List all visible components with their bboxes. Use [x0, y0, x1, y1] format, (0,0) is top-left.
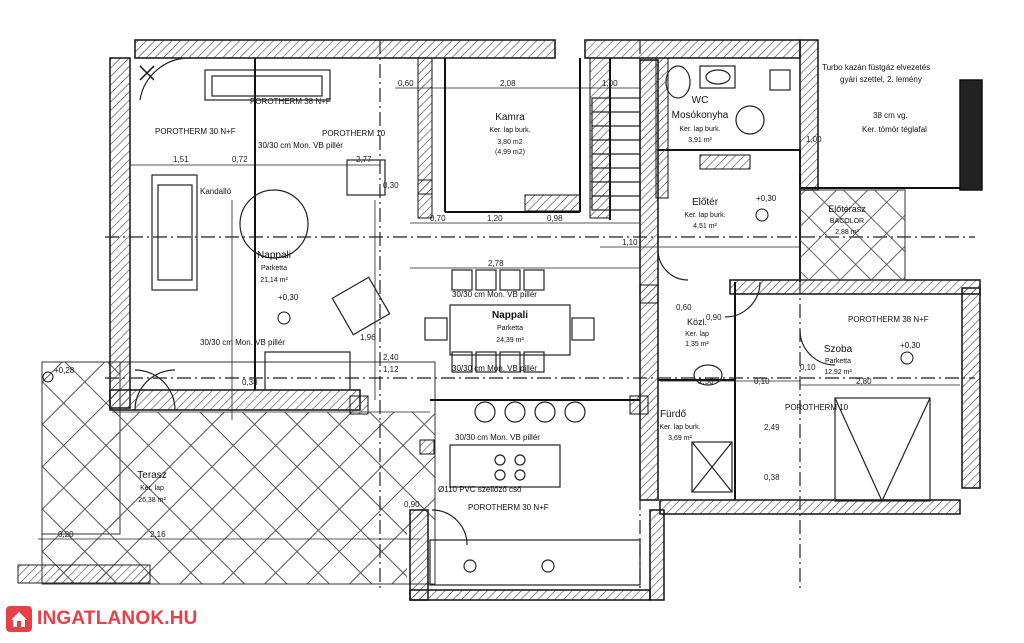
room-kozl-floor: Ker. lap [685, 331, 709, 338]
dim-21: 0,38 [242, 378, 258, 387]
note-wall1: 38 cm vg. [873, 111, 908, 120]
dim-9: 0,98 [547, 214, 563, 223]
room-nappali1-name: Nappali [257, 250, 291, 261]
interior-walls [254, 58, 960, 500]
room-kozl-area: 1,35 m² [685, 341, 709, 348]
room-wc-name2: Mosókonyha [672, 110, 729, 121]
dimension-lines [38, 87, 960, 540]
house-icon [6, 606, 32, 632]
dim-6: 2,77 [356, 155, 372, 164]
room-furdo-area: 3,69 m² [668, 435, 692, 442]
room-kamra-floor: Ker. lap burk. [489, 127, 530, 134]
room-nappali2-floor: Parketta [497, 325, 523, 332]
room-nappali2-name: Nappali [492, 310, 528, 321]
room-elotarasz-area: 2,88 m² [835, 229, 859, 236]
terrace-paving [41, 361, 436, 585]
room-kamra-name: Kamra [495, 112, 525, 123]
note-kandallo: Kandalló [200, 187, 232, 196]
dim-23: 2,49 [764, 423, 780, 432]
dim-15: 0,10 [754, 377, 770, 386]
brand-logo[interactable]: INGATLANOK.HU [6, 604, 198, 634]
annotations: POROTHERM 38 N+F POROTHERM 30 N+F POROTH… [54, 63, 930, 512]
room-labels: Nappali Parketta 21,14 m² Nappali Parket… [137, 95, 866, 504]
level-2: +0,30 [756, 194, 777, 203]
room-wc-name: WC [692, 95, 709, 106]
dim-3: 1,00 [602, 79, 618, 88]
brand-text: INGATLANOK.HU [37, 608, 198, 629]
dim-25: 1,00 [806, 135, 822, 144]
room-nappali2-area: 24,39 m² [496, 337, 524, 344]
room-eloter-floor: Ker. lap burk. [684, 212, 725, 219]
room-szoba-floor: Parketta [825, 358, 851, 365]
dim-10: 2,78 [488, 259, 504, 268]
dim-19: 1,96 [360, 333, 376, 342]
dim-1: 0,60 [398, 79, 414, 88]
note-wall2: Ker. tömör téglafal [862, 125, 927, 134]
dim-13: 0,90 [706, 313, 722, 322]
level-markers [42, 208, 914, 383]
note-pvc: Ø110 PVC szellőző cső [438, 485, 522, 494]
level-3: +0,30 [900, 341, 921, 350]
dim-20: 1,12 [383, 365, 399, 374]
dim-7: 0,70 [430, 214, 446, 223]
room-elotarasz-floor: BACOLOR [830, 218, 864, 225]
room-elotarasz-name: Előtérasz [828, 204, 866, 214]
level-1: +0,30 [278, 293, 299, 302]
dim-24: 0,38 [764, 473, 780, 482]
room-kozl-name: Közl. [687, 317, 707, 327]
room-eloter-name: Előtér [692, 197, 719, 208]
room-terasz-name: Terasz [137, 470, 166, 481]
dim-22: 0,10 [800, 363, 816, 372]
room-kamra-area: 3,80 m2 [497, 139, 522, 146]
room-nappali1-area: 21,14 m² [260, 277, 288, 284]
note-porotherm-top: POROTHERM 38 N+F [250, 97, 331, 106]
note-porotherm-left: POROTHERM 30 N+F [155, 127, 236, 136]
note-pillar2: 30/30 cm Mon. VB pillér [452, 290, 537, 299]
note-porotherm-10a: POROTHERM 10 [322, 129, 386, 138]
dim-18: 2,40 [383, 353, 399, 362]
room-kamra-area2: (4,99 m2) [495, 149, 525, 156]
dim-14: 1,50 [698, 377, 714, 386]
note-turbo2: gyári szettel, 2. lemény [840, 75, 922, 84]
room-furdo-name: Fürdő [660, 409, 687, 420]
level-4: +0,28 [54, 366, 75, 375]
note-porotherm-right: POROTHERM 38 N+F [848, 315, 929, 324]
dim-27: 0,90 [404, 500, 420, 509]
dim-12: 0,60 [676, 303, 692, 312]
room-furdo-floor: Ker. lap burk. [659, 424, 700, 431]
dim-26: 0,20 [58, 530, 74, 539]
note-pillar5: 30/30 cm Mon. VB pillér [455, 433, 540, 442]
pillars [349, 179, 659, 455]
terrace-edge [17, 564, 151, 584]
room-wc-area: 3,91 m² [688, 137, 712, 144]
dimension-texts: 0,60 2,08 1,00 1,51 0,72 2,77 0,70 1,20 … [58, 79, 872, 539]
room-terasz-floor: Ker. lap [140, 485, 164, 492]
dim-16: 2,80 [856, 377, 872, 386]
fireplace-mark [139, 65, 155, 81]
dim-28: 2,16 [150, 530, 166, 539]
dim-5: 0,72 [232, 155, 248, 164]
note-turbo1: Turbo kazán füstgáz elvezetés [822, 63, 930, 72]
note-pillar1: 30/30 cm Mon. VB pillér [258, 141, 343, 150]
note-pillar3: 30/30 cm Mon. VB pillér [200, 338, 285, 347]
dim-11: 1,10 [622, 238, 638, 247]
dim-17: 0,30 [383, 181, 399, 190]
dim-2: 2,08 [500, 79, 516, 88]
note-porotherm-10b: POROTHERM 10 [785, 403, 849, 412]
foyer-tiles [799, 189, 906, 281]
room-szoba-name: Szoba [824, 344, 853, 355]
note-porotherm-bottom: POROTHERM 30 N+F [468, 503, 549, 512]
room-szoba-area: 12,92 m² [824, 369, 852, 376]
room-terasz-area: 26,38 m² [138, 497, 166, 504]
furniture [134, 57, 931, 586]
room-wc-floor: Ker. lap burk. [679, 126, 720, 133]
dim-4: 1,51 [173, 155, 189, 164]
dim-8: 1,20 [487, 214, 503, 223]
room-eloter-area: 4,51 m² [693, 223, 717, 230]
room-nappali1-floor: Parketta [261, 265, 287, 272]
note-pillar4: 30/30 cm Mon. VB pillér [452, 364, 537, 373]
